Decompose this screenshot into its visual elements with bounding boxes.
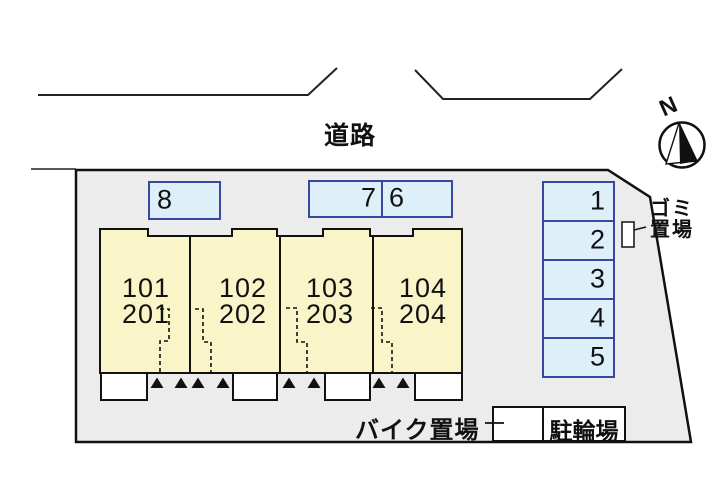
unit-203: 203 [305, 299, 355, 329]
parking-space-7-number: 7 [360, 182, 376, 213]
unit-101: 101 [121, 273, 171, 303]
garbage-label: ゴミ 置場 [650, 199, 694, 241]
stair-203 [286, 307, 308, 373]
parking-space-6: 6 [381, 180, 453, 218]
unit-label-103-203: 103 203 [285, 273, 375, 329]
porch-103 [324, 372, 371, 401]
north-compass-icon [658, 121, 706, 169]
unit-102: 102 [218, 273, 268, 303]
parking-space-6-number: 6 [389, 182, 405, 213]
entrance-triangles [150, 377, 410, 388]
parking-space-5: 5 [544, 339, 613, 376]
unit-202: 202 [218, 299, 268, 329]
garbage-label-line1: ゴミ [650, 198, 694, 220]
unit-103: 103 [305, 273, 355, 303]
porch-104 [414, 372, 463, 401]
bicycle-area-label: 駐輪場 [549, 418, 619, 444]
road-label: 道路 [324, 122, 377, 150]
unit-104: 104 [398, 273, 448, 303]
stair-204 [371, 307, 393, 373]
parking-space-8-number: 8 [157, 183, 173, 214]
garbage-box [621, 221, 635, 248]
parking-space-4: 4 [544, 300, 613, 339]
bicycle-area-box [492, 406, 626, 442]
parking-space-8: 8 [148, 181, 221, 220]
parking-space-3-number: 3 [589, 262, 605, 293]
unit-201: 201 [121, 299, 171, 329]
stair-202 [195, 308, 212, 373]
parking-space-1: 1 [544, 183, 613, 222]
parking-space-2: 2 [544, 222, 613, 261]
parking-space-3: 3 [544, 261, 613, 300]
garbage-pointer-line [633, 226, 647, 231]
parking-space-5-number: 5 [589, 340, 605, 371]
porch-101 [100, 372, 148, 401]
bike-area-label: バイク置場 [355, 417, 480, 444]
parking-space-1-number: 1 [589, 184, 605, 215]
parking-space-4-number: 4 [589, 301, 605, 332]
unit-204: 204 [398, 299, 448, 329]
road-line-west [38, 67, 338, 96]
porch-102 [232, 372, 278, 401]
unit-label-104-204: 104 204 [378, 273, 468, 329]
stair-dashed-lines [159, 307, 393, 373]
road-line-east [414, 68, 623, 100]
parking-column-east: 1 2 3 4 5 [542, 181, 615, 378]
parking-space-2-number: 2 [589, 223, 605, 254]
parking-space-7: 7 [308, 180, 383, 218]
unit-label-101-201: 101 201 [101, 273, 191, 329]
unit-label-102-202: 102 202 [198, 273, 288, 329]
garbage-label-line2: 置場 [650, 219, 694, 241]
